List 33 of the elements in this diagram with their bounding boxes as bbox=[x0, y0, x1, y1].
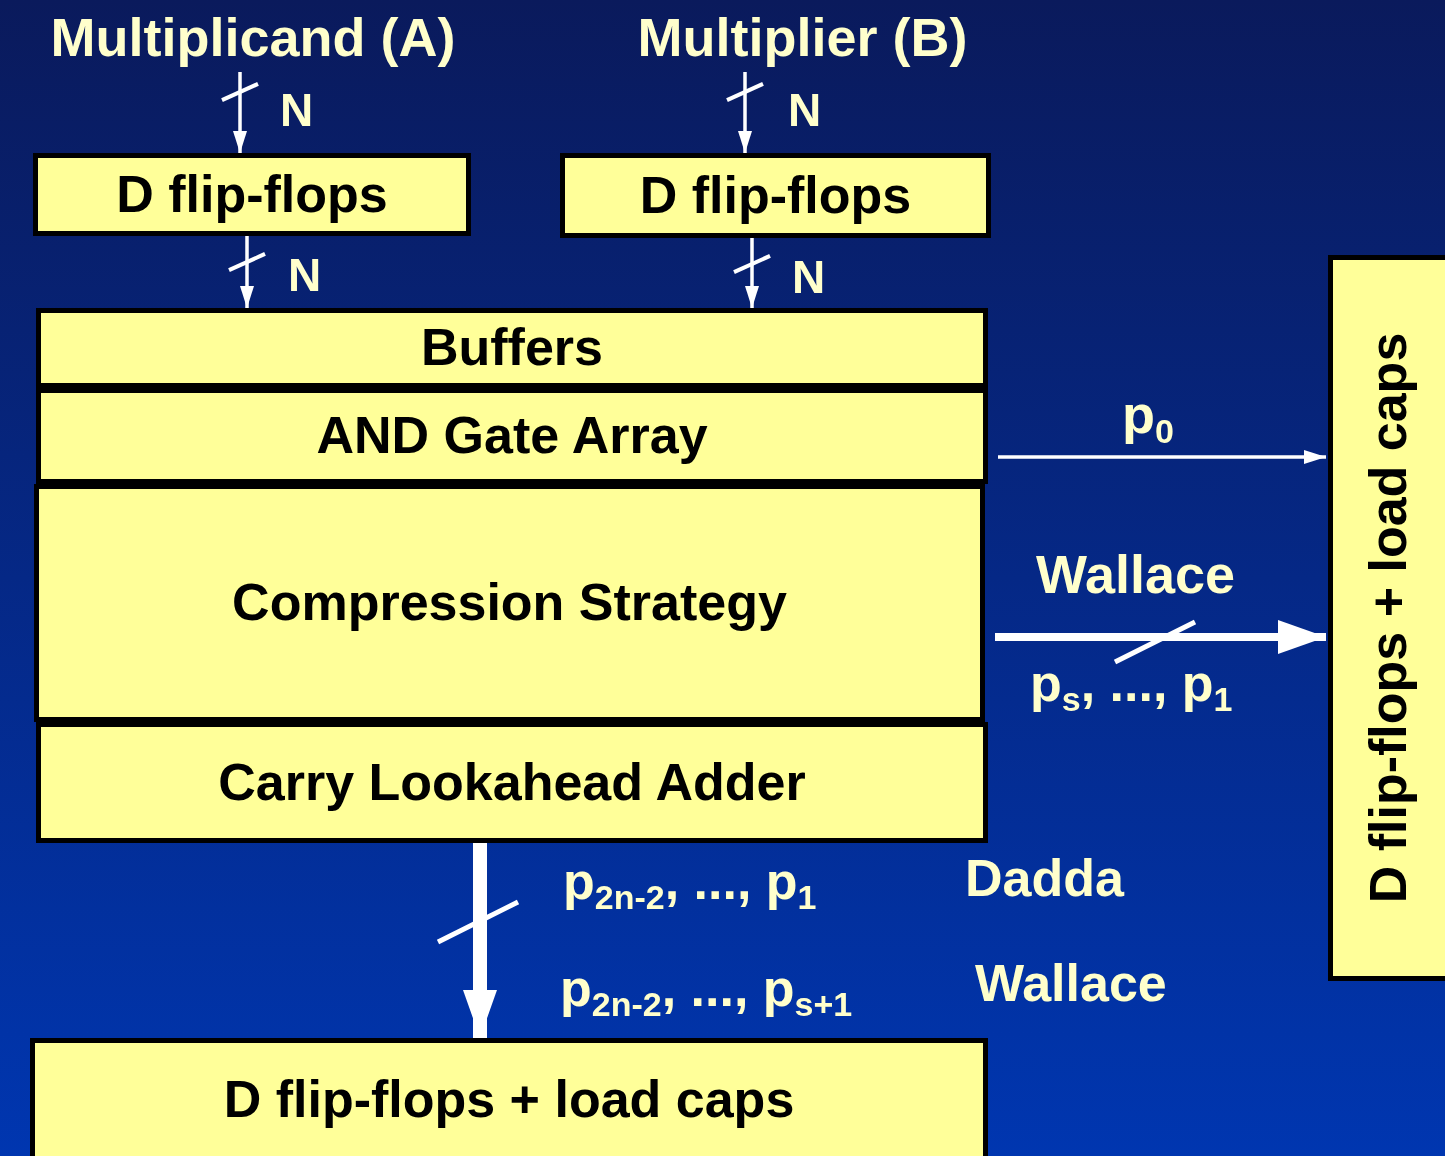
block-box bbox=[1328, 255, 1445, 981]
edge-label: N bbox=[288, 250, 322, 301]
block-label: D flip-flops bbox=[116, 165, 388, 224]
block-label: Buffers bbox=[421, 319, 603, 377]
signal-label: p$_{2n-2}$, ..., p$_{1}$ bbox=[563, 853, 817, 917]
signal-label: Dadda bbox=[965, 850, 1124, 908]
arrow bbox=[998, 450, 1326, 464]
edge-label: Wallace bbox=[1036, 545, 1236, 605]
arrow bbox=[463, 843, 497, 1038]
block-box bbox=[36, 722, 988, 843]
edge-label: p$_{0}$ bbox=[1122, 385, 1174, 451]
signal-label: p$_{2n-2}$, ..., p$_{s+1}$ bbox=[560, 960, 853, 1024]
block-box bbox=[30, 1038, 988, 1156]
edge-label: N bbox=[792, 252, 826, 303]
input-label: Multiplier (B) bbox=[637, 8, 968, 68]
block-label: D flip-flops + load caps bbox=[223, 1070, 795, 1129]
block-box bbox=[36, 308, 988, 388]
arrow bbox=[745, 238, 759, 308]
block-label: Carry Lookahead Adder bbox=[218, 753, 806, 812]
arrow bbox=[233, 72, 247, 153]
block-label: D flip-flops bbox=[639, 166, 912, 225]
signal-label: p$_{s}$, ..., p$_{1}$ bbox=[1030, 655, 1233, 719]
block-box bbox=[560, 153, 991, 238]
arrow bbox=[240, 236, 254, 308]
edge-label: N bbox=[788, 85, 822, 136]
block-label: D flip-flops + load caps bbox=[1360, 332, 1418, 904]
input-label: Multiplicand (A) bbox=[50, 8, 456, 68]
arrow bbox=[738, 72, 752, 153]
edge-label: N bbox=[280, 85, 314, 136]
signal-label: Wallace bbox=[975, 955, 1167, 1013]
block-box bbox=[33, 153, 471, 236]
block-label: AND Gate Array bbox=[316, 407, 708, 465]
block-label: Compression Strategy bbox=[232, 574, 787, 632]
